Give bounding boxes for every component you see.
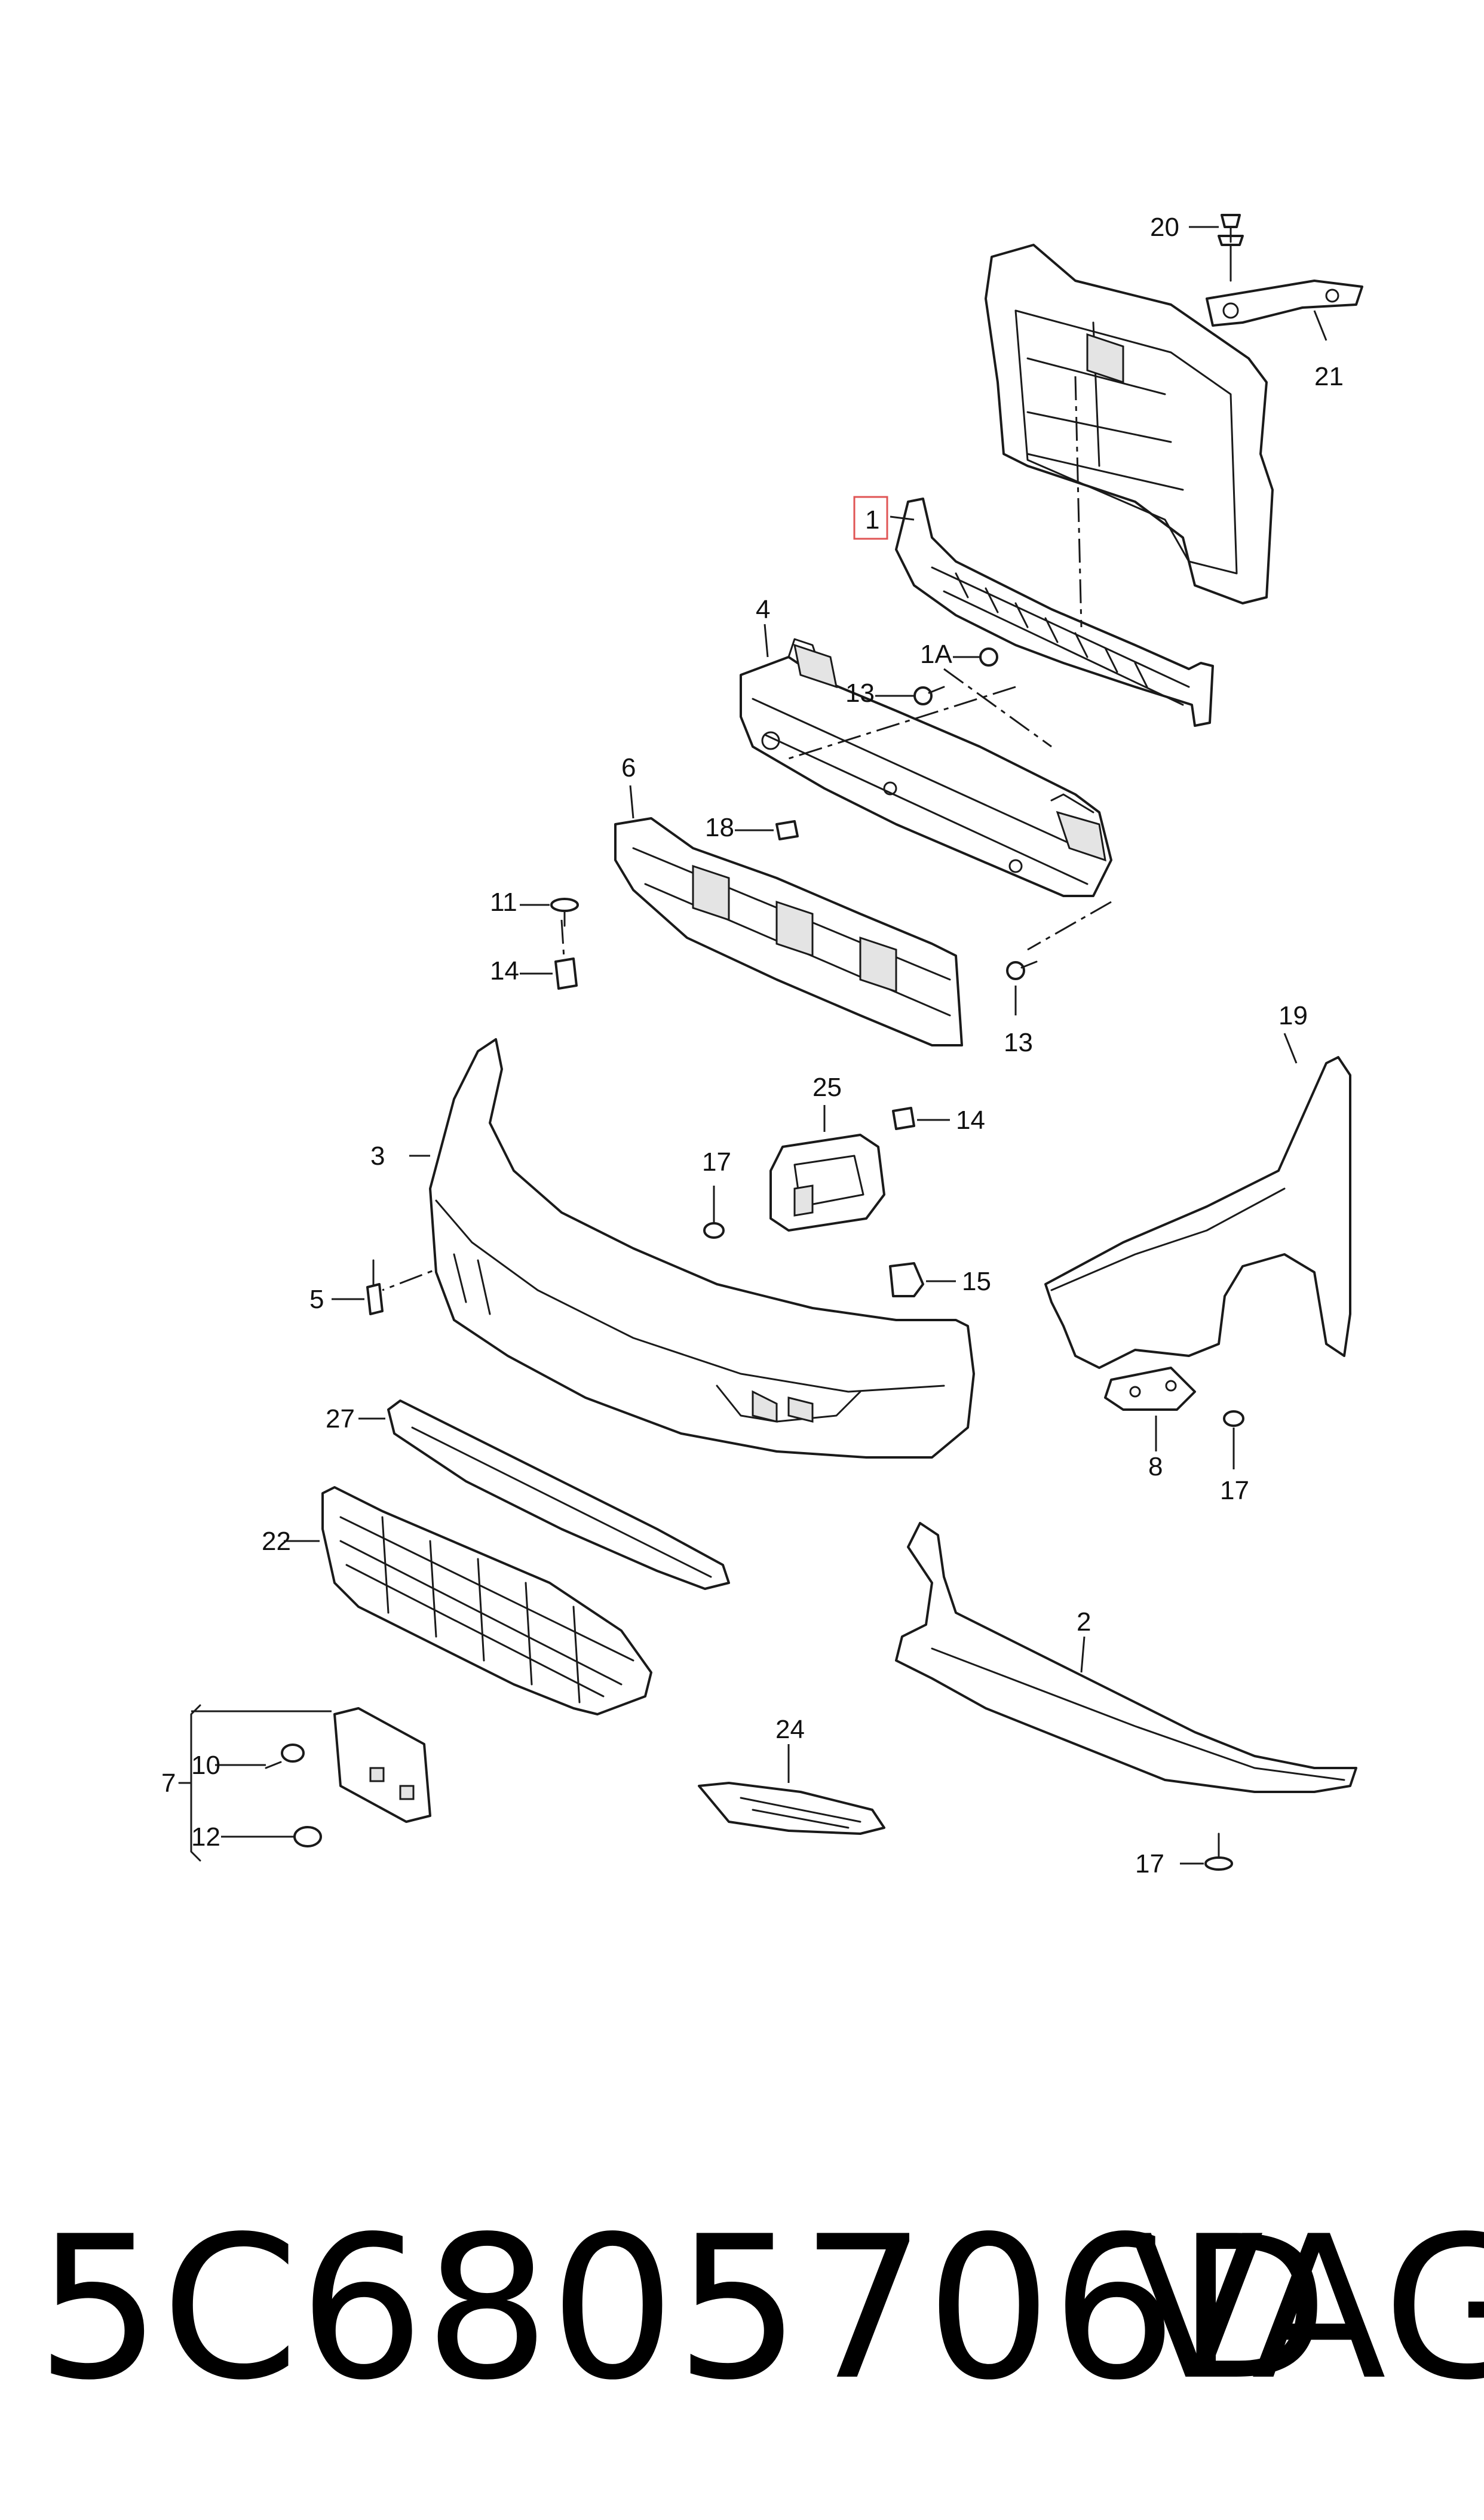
callout-17-bottom: 17 (1135, 1849, 1164, 1879)
fog-grille-24 (698, 1782, 885, 1835)
lock-carrier (985, 244, 1274, 604)
callout-2: 2 (1077, 1607, 1091, 1637)
alignment-line (1074, 376, 1083, 628)
callout-7: 7 (161, 1769, 176, 1798)
lower-grille-22 (321, 1486, 652, 1715)
callout-27: 27 (326, 1404, 355, 1434)
callout-25: 25 (812, 1073, 842, 1102)
energy-absorber-6 (614, 817, 963, 1046)
fastener-20 (1221, 214, 1241, 243)
callout-1a: 1A (920, 640, 952, 669)
fastener-13-upper (913, 686, 945, 705)
callout-14-right: 14 (956, 1106, 985, 1135)
callout-19: 19 (1278, 1001, 1308, 1030)
fastener-14-left (554, 957, 578, 990)
bracket-21 (1206, 235, 1363, 327)
callout-10: 10 (191, 1751, 220, 1780)
callout-3: 3 (370, 1141, 385, 1171)
fastener-11 (550, 898, 579, 927)
fastener-18 (775, 820, 799, 840)
callout-highlight-box (853, 496, 888, 540)
fender-bracket-8 (1104, 1367, 1196, 1411)
alignment-line (560, 919, 566, 968)
callout-17-upper: 17 (702, 1147, 731, 1177)
washer-cap-25 (769, 1134, 885, 1232)
callout-12: 12 (191, 1822, 220, 1852)
fastener-17-fender (1223, 1410, 1244, 1427)
bumper-cover-3 (429, 1038, 975, 1459)
callout-22: 22 (262, 1527, 291, 1556)
brand-label: VAG (1129, 2194, 1484, 2423)
trim-strip-27 (387, 1399, 730, 1590)
callout-15: 15 (962, 1267, 991, 1296)
fastener-1a (979, 647, 998, 667)
callout-17-fender: 17 (1220, 1476, 1249, 1505)
fastener-13-lower (1006, 960, 1038, 980)
fastener-17-washer (703, 1211, 725, 1239)
alignment-line (943, 668, 1052, 748)
callout-5: 5 (309, 1285, 324, 1314)
callout-18: 18 (705, 813, 734, 842)
fastener-14-right (892, 1107, 915, 1130)
callout-13-lower: 13 (1004, 1028, 1033, 1057)
callout-4: 4 (756, 595, 770, 624)
alignment-line (1027, 901, 1112, 951)
spoiler-2 (895, 1522, 1357, 1793)
callout-14-left: 14 (490, 956, 519, 986)
leader-lines (178, 226, 1327, 1865)
callout-21: 21 (1314, 362, 1344, 391)
footer: 5C6805706D VAG (36, 2194, 1484, 2449)
license-plate-bracket-7 (333, 1707, 431, 1823)
callout-24: 24 (775, 1715, 805, 1744)
fastener-5 (366, 1259, 384, 1315)
fastener-12 (293, 1826, 322, 1847)
callout-20: 20 (1150, 213, 1179, 242)
callout-6: 6 (621, 753, 636, 782)
callout-13-upper: 13 (845, 679, 875, 708)
part-number: 5C6805706D (36, 2194, 1329, 2423)
callout-11: 11 (490, 888, 517, 917)
fastener-10 (265, 1744, 305, 1769)
callout-8: 8 (1148, 1452, 1163, 1481)
bumper-bracket-1 (895, 498, 1214, 727)
fender-19 (1044, 1056, 1351, 1369)
impact-beam-4 (740, 638, 1112, 897)
callout-1: 1 (865, 505, 879, 535)
fastener-17-bottom (1204, 1833, 1233, 1871)
clip-15 (889, 1262, 924, 1297)
